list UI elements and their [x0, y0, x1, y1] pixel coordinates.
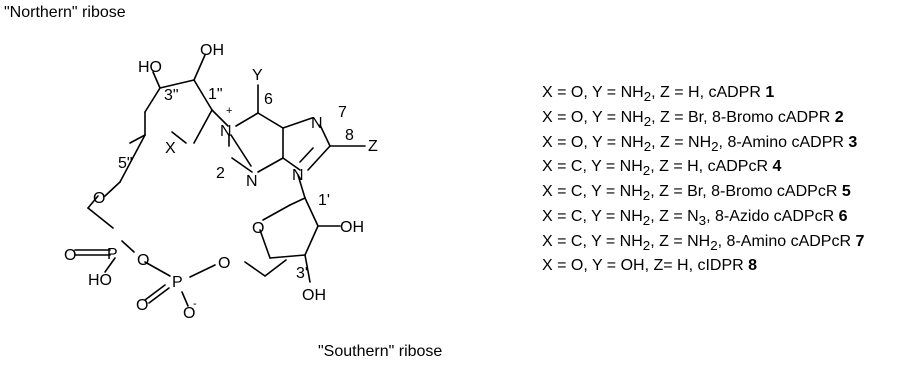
compound-entry-4: X = C, Y = NH2, Z = H, cADPcR 4: [542, 158, 782, 179]
label-o-5pp: O: [93, 190, 105, 207]
label-minus-charge: -: [193, 298, 197, 310]
label-x: X: [165, 140, 176, 157]
position-numbers: 3" 1" 5" 6 7 8 2 1' 3': [118, 86, 354, 282]
southern-ribose-caption: "Southern" ribose: [318, 343, 443, 360]
position-5pp: 5": [118, 155, 133, 172]
compound-entry-3: X = O, Y = NH2, Z = NH2, 8-Amino cADPR 3: [542, 133, 858, 154]
position-1pp: 1": [208, 86, 223, 103]
northern-ribose-substituents: [74, 134, 287, 307]
position-2: 2: [216, 165, 225, 182]
northern-ribose-caption: "Northern" ribose: [4, 4, 126, 21]
southern-ribose-ring: [259, 197, 341, 283]
compound-legend: X = O, Y = NH2, Z = H, cADPR 1 X = O, Y …: [542, 83, 864, 277]
northern-ribose-ring: [129, 54, 229, 144]
compound-entry-7: X = C, Y = NH2, Z = NH2, 8-Amino cADPcR …: [542, 232, 865, 253]
label-ho-top: HO: [138, 59, 162, 76]
label-o-5p: O: [218, 255, 230, 272]
label-n3: N: [246, 173, 258, 190]
label-y: Y: [252, 67, 263, 84]
label-oh-right: OH: [340, 219, 364, 236]
position-3p: 3': [296, 265, 308, 282]
label-n-plus: N: [220, 123, 232, 140]
label-o-minus: O: [183, 305, 195, 322]
label-o-double-1: O: [64, 247, 76, 264]
label-o-double-2: O: [136, 297, 148, 314]
compound-entry-8: X = O, Y = OH, Z= H, cIDPR 8: [542, 257, 758, 275]
purine-ring: [228, 84, 366, 199]
position-1p: 1': [318, 192, 330, 209]
label-plus-charge: +: [226, 105, 232, 117]
label-n7: N: [311, 115, 323, 132]
position-3pp: 3": [164, 87, 179, 104]
label-o-bridge: O: [137, 252, 149, 269]
label-z: Z: [368, 138, 378, 155]
position-8: 8: [345, 127, 354, 144]
label-ho-p: HO: [88, 272, 112, 289]
atom-labels: HO OH X N + Y N Z N N O OH OH O O P HO O…: [64, 42, 378, 322]
position-6: 6: [264, 91, 273, 108]
label-p-1: P: [107, 246, 118, 263]
label-oh-top: OH: [200, 42, 224, 59]
label-p-2: P: [172, 274, 183, 291]
compound-entry-1: X = O, Y = NH2, Z = H, cADPR 1: [542, 84, 775, 105]
compound-entry-6: X = C, Y = NH2, Z = N3, 8-Azido cADPcR 6: [542, 207, 848, 229]
label-o-south: O: [252, 220, 264, 237]
molecule-structure: HO OH X N + Y N Z N N O OH OH O O P HO O…: [64, 42, 378, 322]
compound-entry-2: X = O, Y = NH2, Z = Br, 8-Bromo cADPR 2: [542, 108, 844, 129]
compound-entry-5: X = C, Y = NH2, Z = Br, 8-Bromo cADPcR 5: [542, 183, 851, 204]
label-n9: N: [292, 167, 304, 184]
label-oh-bottom: OH: [302, 287, 326, 304]
position-7: 7: [338, 104, 347, 121]
